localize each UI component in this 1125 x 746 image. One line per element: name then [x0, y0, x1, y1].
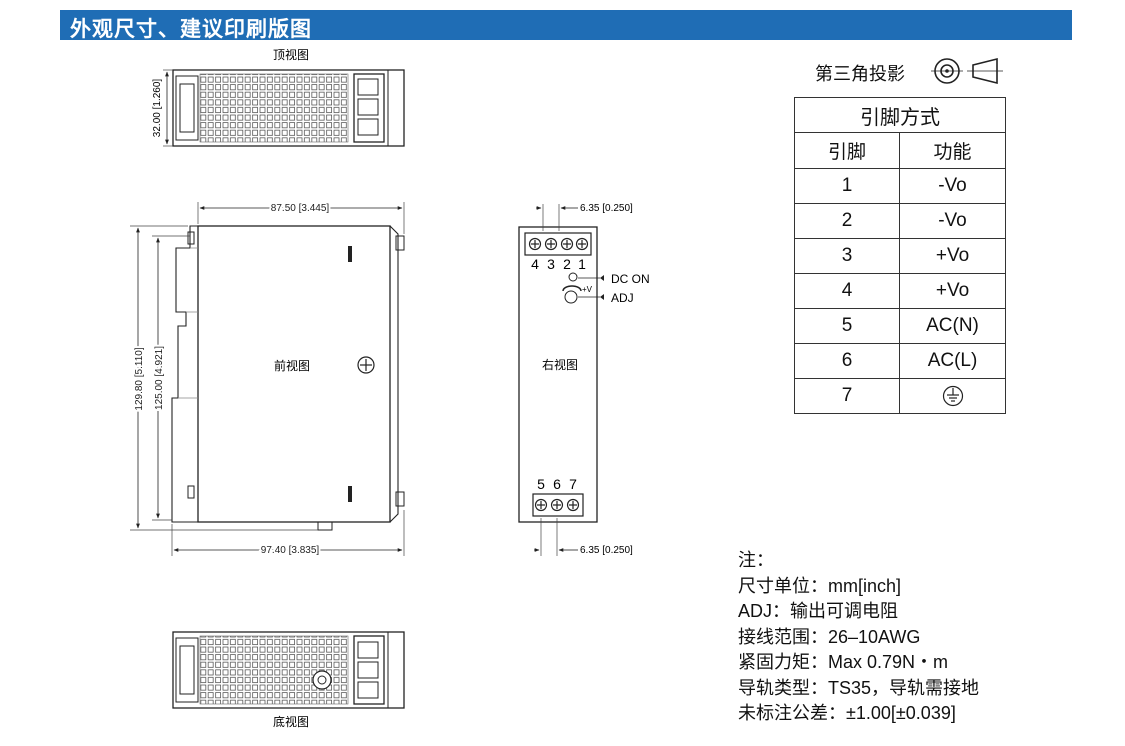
table-row: 2-Vo [794, 203, 1006, 239]
right-view-top-terminal-block [524, 232, 592, 256]
pin-number: 7 [794, 378, 900, 414]
table-row: 4+Vo [794, 273, 1006, 309]
table-row: 3+Vo [794, 238, 1006, 274]
header-bar: 外观尺寸、建议印刷版图 [60, 10, 1072, 41]
pin-number: 3 [794, 238, 900, 274]
ground-icon [942, 385, 963, 407]
pitch-bottom-dimension: 6.35 [0.250] [580, 545, 633, 556]
dc-on-label: DC ON [611, 272, 650, 286]
front-view: 前视图 87.50 [3.445] 97.40 [3.835] 129.80 [… [130, 201, 405, 558]
dc-on-led-icon [568, 272, 578, 282]
right-view-bottom-terminal-numbers: 5 6 7 [537, 476, 577, 492]
note-line: 接线范围：26–10AWG [738, 626, 921, 647]
top-view-terminal-block [353, 73, 385, 143]
note-line: 导轨类型：TS35，导轨需接地 [738, 677, 980, 698]
top-view-vent-area [199, 73, 349, 143]
pin-number: 1 [794, 168, 900, 204]
third-angle-projection-icon [931, 57, 1003, 85]
bottom-view-terminal-block [353, 635, 385, 705]
terminal-number: 6 [553, 476, 561, 492]
front-view-body [197, 225, 391, 523]
terminal-number: 2 [563, 256, 571, 272]
top-view-terminal-3 [357, 118, 379, 136]
plus-v-label: +V [582, 285, 593, 294]
note-line: 紧固力矩：Max 0.79N・m [738, 652, 949, 672]
terminal-number: 5 [537, 476, 545, 492]
pin-function: +Vo [899, 273, 1006, 309]
bottom-view-vent-area [199, 635, 349, 705]
pin-table-caption: 引脚方式 [794, 97, 1006, 133]
note-line: 尺寸单位：mm[inch] [738, 575, 902, 596]
pin-number: 2 [794, 203, 900, 239]
terminal-number: 1 [578, 256, 586, 272]
pin-table-header-pin: 引脚 [794, 132, 900, 169]
front-view-total-width-dimension: 97.40 [3.835] [261, 545, 320, 556]
right-view-body [518, 226, 598, 523]
table-row: 1-Vo [794, 168, 1006, 204]
pin-function: +Vo [899, 238, 1006, 274]
adj-label: ADJ [611, 291, 634, 305]
notes-block: 注： 尺寸单位：mm[inch] ADJ：输出可调电阻 接线范围：26–10AW… [738, 548, 979, 727]
top-view-label: 顶视图 [273, 47, 309, 62]
front-view-label: 前视图 [274, 358, 310, 373]
adj-potentiometer-icon [564, 290, 578, 304]
front-view-height-dimension: 125.00 [4.921] [154, 346, 165, 410]
bottom-view-label: 底视图 [273, 714, 309, 729]
projection-label: 第三角投影 [815, 64, 905, 84]
right-view: 4 3 2 1 DC ON +V ADJ 右视图 5 6 7 6.35 [0.2… [518, 203, 650, 556]
note-line: ADJ：输出可调电阻 [738, 601, 899, 621]
note-line: 未标注公差：±1.00[±0.039] [738, 703, 956, 723]
top-view-clip [179, 83, 195, 133]
terminal-number: 3 [547, 256, 555, 272]
bottom-view-left-bracket [175, 637, 199, 703]
notes-title: 注： [738, 550, 774, 570]
pin-function: AC(N) [899, 308, 1006, 344]
pin-number: 6 [794, 343, 900, 379]
right-view-label: 右视图 [542, 357, 578, 372]
terminal-number: 7 [569, 476, 577, 492]
pin-number: 4 [794, 273, 900, 309]
top-view: 顶视图 32.00 [1.260] [152, 47, 405, 147]
pin-number: 5 [794, 308, 900, 344]
pin-function: AC(L) [899, 343, 1006, 379]
bottom-view: 底视图 [172, 631, 405, 729]
table-row: 7 [794, 378, 1006, 414]
top-view-terminal-1 [357, 78, 379, 96]
pitch-top-dimension: 6.35 [0.250] [580, 203, 633, 214]
page-title: 外观尺寸、建议印刷版图 [70, 18, 312, 41]
front-view-din-clip [171, 225, 198, 523]
right-view-top-terminal-numbers: 4 3 2 1 [531, 256, 586, 272]
front-view-total-height-dimension: 129.80 [5.110] [134, 347, 145, 410]
terminal-number: 4 [531, 256, 539, 272]
pin-function: -Vo [899, 168, 1006, 204]
front-view-width-dimension: 87.50 [3.445] [271, 203, 330, 214]
bottom-view-connector-icon [312, 670, 332, 690]
top-view-height-dimension: 32.00 [1.260] [152, 79, 163, 138]
pin-function: -Vo [899, 203, 1006, 239]
pin-function-ground [899, 378, 1006, 414]
top-view-left-bracket [175, 75, 199, 141]
top-view-terminal-2 [357, 98, 379, 116]
pin-table-header-function: 功能 [899, 132, 1006, 169]
